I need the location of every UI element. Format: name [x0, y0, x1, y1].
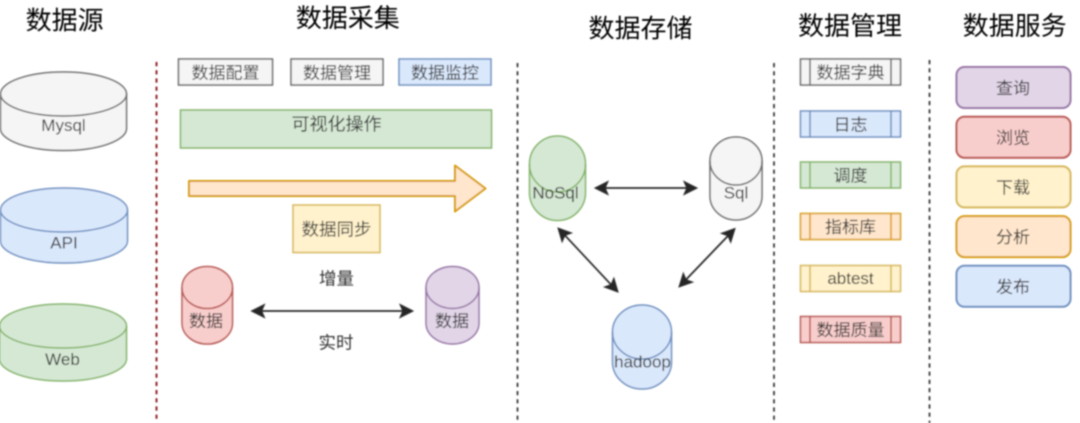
- svg-text:Mysql: Mysql: [41, 116, 85, 135]
- svg-text:NoSql: NoSql: [532, 183, 578, 202]
- svg-text:Web: Web: [45, 350, 80, 369]
- svg-text:hadoop: hadoop: [614, 352, 671, 371]
- svg-text:API: API: [50, 234, 77, 253]
- svg-text:abtest: abtest: [827, 269, 874, 288]
- svg-text:Sql: Sql: [724, 183, 749, 202]
